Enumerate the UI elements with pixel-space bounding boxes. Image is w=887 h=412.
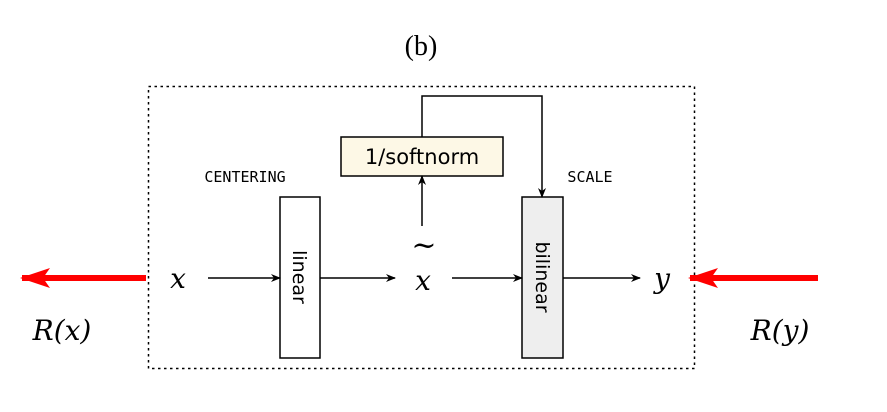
linear-label: linear (288, 250, 310, 304)
scale-label: SCALE (567, 168, 612, 186)
node-y: y (652, 262, 671, 295)
centering-label: CENTERING (204, 168, 285, 186)
node-x: x (170, 262, 186, 295)
node-x-tilde: x (415, 264, 431, 297)
relevance-y-label: R(y) (750, 314, 810, 347)
relevance-x-label: R(x) (32, 314, 92, 347)
tilde-accent: ~ (411, 228, 436, 263)
softnorm-label: 1/softnorm (365, 145, 479, 169)
diagram-title: (b) (405, 31, 438, 62)
bilinear-box: bilinear (521, 196, 564, 359)
arrow-softnorm-to-bilinear (421, 95, 546, 198)
softnorm-box: 1/softnorm (340, 136, 504, 177)
bilinear-label: bilinear (531, 241, 553, 312)
linear-box: linear (279, 196, 321, 359)
